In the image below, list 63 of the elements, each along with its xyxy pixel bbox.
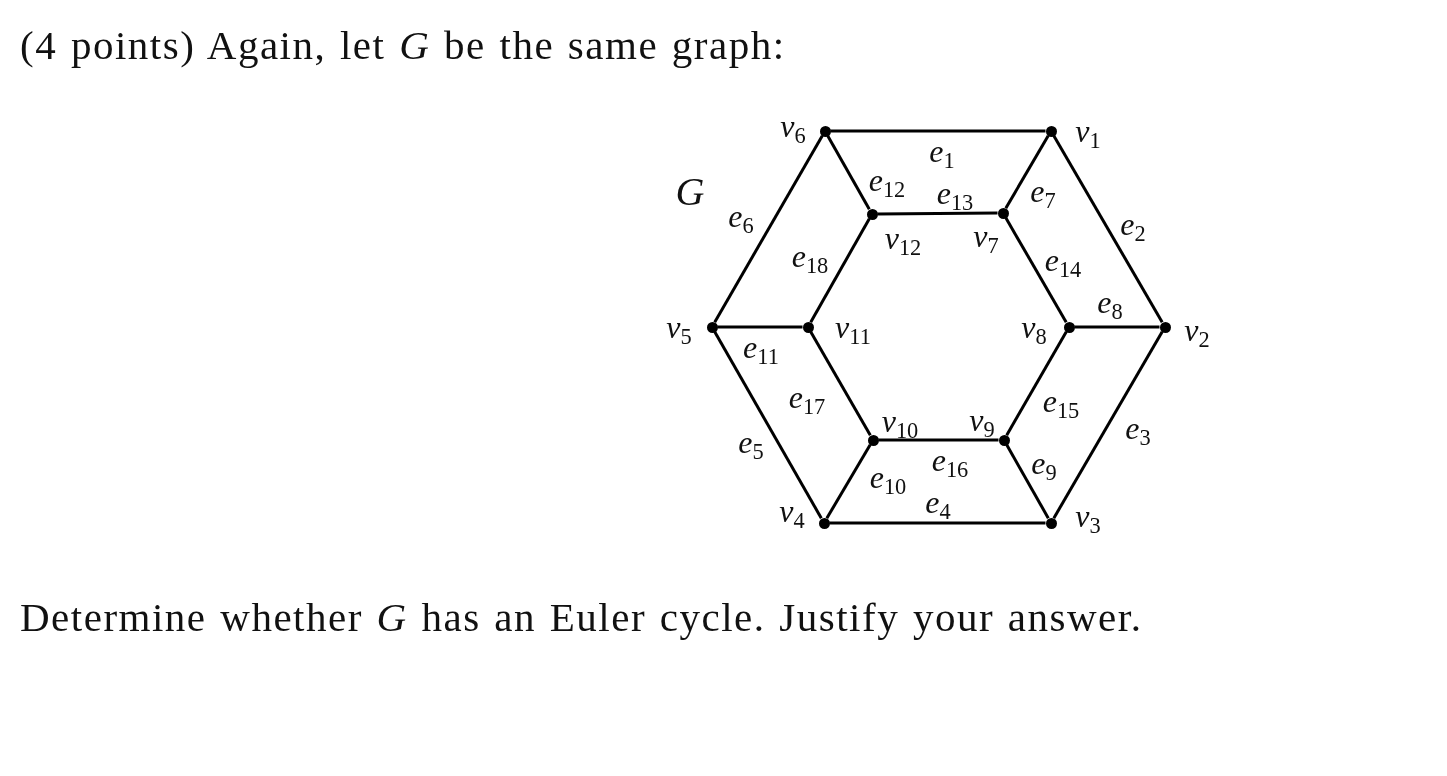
edge-label: e$_{17}$ bbox=[788, 381, 826, 413]
graph-edge bbox=[830, 129, 1046, 133]
graph-edge bbox=[825, 443, 872, 520]
graph-edge bbox=[809, 331, 872, 436]
edge-label: e$_{10}$ bbox=[869, 461, 907, 493]
edge-label: e$_{3}$ bbox=[1125, 412, 1151, 444]
graph-edge bbox=[1074, 325, 1160, 329]
vertex-dot bbox=[1045, 517, 1057, 529]
graph-edge bbox=[1005, 444, 1050, 519]
vertex-dot bbox=[1063, 321, 1075, 333]
graph-edge bbox=[1004, 217, 1068, 323]
edge-label: e$_{9}$ bbox=[1031, 447, 1057, 479]
graph-edge bbox=[826, 135, 871, 210]
graph-edge bbox=[829, 521, 1046, 525]
edge-label: e$_{16}$ bbox=[931, 444, 969, 476]
vertex-label: v$_{3}$ bbox=[1075, 500, 1101, 532]
graph-edge bbox=[717, 325, 803, 329]
edge-label: e$_{4}$ bbox=[925, 486, 951, 518]
vertex-label: v$_{7}$ bbox=[973, 220, 999, 252]
vertex-label: v$_{9}$ bbox=[969, 404, 995, 436]
vertex-label: v$_{10}$ bbox=[881, 405, 919, 437]
graph-edge bbox=[713, 135, 824, 323]
vertex-label: v$_{8}$ bbox=[1021, 311, 1047, 343]
graph-edge bbox=[1005, 331, 1068, 436]
edge-label: e$_{13}$ bbox=[936, 177, 974, 209]
graph-name-label: G bbox=[675, 172, 705, 212]
graph-edge bbox=[877, 211, 998, 216]
vertex-label: v$_{6}$ bbox=[780, 110, 806, 142]
edge-label: e$_{5}$ bbox=[738, 426, 764, 458]
edge-label: e$_{1}$ bbox=[929, 135, 955, 167]
vertex-dot bbox=[997, 207, 1009, 219]
graph-edge bbox=[713, 331, 823, 519]
edge-label: e$_{15}$ bbox=[1042, 385, 1080, 417]
edge-label: e$_{18}$ bbox=[791, 240, 829, 272]
question-heading: (4 points) Again, let G be the same graph: bbox=[20, 25, 786, 66]
vertex-dot bbox=[706, 321, 718, 333]
edge-label: e$_{2}$ bbox=[1120, 208, 1146, 240]
graph-edge bbox=[1004, 134, 1050, 210]
vertex-label: v$_{12}$ bbox=[884, 222, 922, 254]
graph-edge bbox=[1052, 135, 1164, 323]
graph-edge bbox=[878, 438, 999, 442]
vertex-dot bbox=[1045, 125, 1057, 137]
edge-label: e$_{12}$ bbox=[868, 164, 906, 196]
vertex-dot bbox=[802, 321, 814, 333]
edge-label: e$_{11}$ bbox=[743, 331, 779, 363]
vertex-dot bbox=[819, 125, 831, 137]
edge-label: e$_{6}$ bbox=[728, 200, 754, 232]
edge-label: e$_{8}$ bbox=[1097, 286, 1123, 318]
question-prompt: Determine whether G has an Euler cycle. Justify your answer. bbox=[20, 597, 1143, 638]
vertex-dot bbox=[867, 434, 879, 446]
edge-label: e$_{7}$ bbox=[1030, 175, 1056, 207]
vertex-label: v$_{5}$ bbox=[666, 311, 692, 343]
graph-edge bbox=[1052, 331, 1164, 519]
vertex-label: v$_{2}$ bbox=[1184, 314, 1210, 346]
vertex-dot bbox=[998, 434, 1010, 446]
vertex-label: v$_{4}$ bbox=[779, 495, 805, 527]
vertex-label: v$_{1}$ bbox=[1075, 115, 1101, 147]
vertex-label: v$_{11}$ bbox=[835, 311, 871, 343]
edge-label: e$_{14}$ bbox=[1044, 244, 1082, 276]
vertex-dot bbox=[866, 208, 878, 220]
vertex-dot bbox=[818, 517, 830, 529]
graph-edge bbox=[809, 218, 871, 323]
vertex-dot bbox=[1159, 321, 1171, 333]
